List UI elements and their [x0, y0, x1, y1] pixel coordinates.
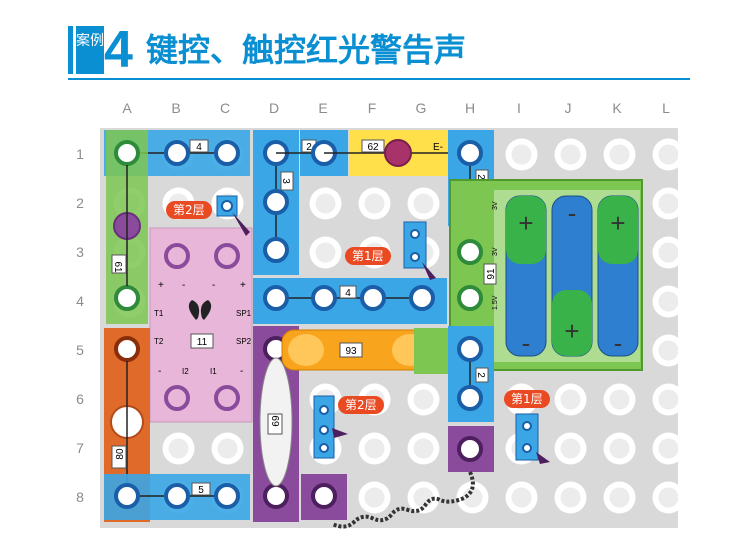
chip-label: 11	[197, 337, 208, 348]
chip-pin: SP2	[236, 337, 252, 346]
col-label: K	[612, 100, 622, 116]
header: 案例 4 键控、触控红光警告声	[0, 0, 750, 92]
led-polarity: E-	[433, 142, 443, 153]
coiled-cable	[331, 471, 475, 529]
layer-tag: 第1层	[504, 390, 550, 408]
switch-label: 61	[112, 261, 123, 273]
row-label: 1	[76, 146, 84, 162]
col-label: G	[415, 100, 427, 116]
wire-label: 2	[306, 142, 312, 153]
battery-3v-label: 3V	[492, 201, 499, 210]
battery-minus: -	[614, 328, 623, 358]
row-label: 2	[76, 195, 84, 211]
row-label: 3	[76, 244, 84, 260]
battery-plus: +	[564, 316, 579, 346]
chip-pin: +	[240, 280, 246, 291]
layer-tag: 第1层	[345, 247, 391, 265]
chip-pin: I1	[210, 367, 217, 376]
wire-label: 2	[475, 372, 486, 378]
col-label: H	[464, 100, 476, 116]
case-label: 案例	[76, 26, 104, 74]
accent-bar	[68, 26, 73, 74]
touch-sensor-b2	[216, 195, 250, 236]
socket-h7	[448, 426, 494, 472]
wire-93: 93	[281, 329, 433, 371]
green-block-g5	[414, 328, 448, 374]
leaf-icon	[188, 300, 212, 320]
battery-3v-label: 3V	[492, 247, 499, 256]
wire-label: 5	[198, 485, 204, 496]
row-label: 5	[76, 342, 84, 358]
wire-label: 3	[280, 178, 291, 184]
switch-61: 61	[106, 130, 148, 324]
col-label: F	[367, 100, 377, 116]
col-label: B	[171, 100, 181, 116]
col-label: I	[517, 100, 521, 116]
wire-label: 2	[475, 174, 486, 180]
chip-pin: -	[212, 280, 215, 291]
battery-minus: -	[522, 328, 531, 358]
chip-pin: -	[240, 366, 243, 377]
col-label: D	[268, 100, 280, 116]
header-rule	[68, 78, 690, 80]
layer-tag: 第2层	[166, 201, 212, 219]
chip-pin: I2	[182, 367, 189, 376]
col-label: A	[122, 100, 132, 116]
wire-label: 4	[345, 288, 351, 299]
touch-sensor-i7	[515, 413, 550, 464]
chip-pin: -	[158, 366, 161, 377]
col-label: J	[564, 100, 572, 116]
battery-label: 91	[486, 268, 497, 280]
chip-pin: SP1	[236, 309, 252, 318]
col-label: C	[219, 100, 231, 116]
row-label: 7	[76, 440, 84, 456]
row-label: 4	[76, 293, 84, 309]
led-62: 62 E-	[324, 130, 470, 176]
touch-sensor-g3	[403, 221, 436, 280]
row-label: 6	[76, 391, 84, 407]
wire-2-right-mid: 2	[448, 326, 494, 422]
layer-tag: 第2层	[338, 396, 384, 414]
row-label: 8	[76, 489, 84, 505]
wire-5: 5	[104, 474, 250, 520]
wire-label: 93	[345, 346, 357, 357]
wire-4-mid: 4	[253, 278, 447, 324]
wire-3: 3	[253, 130, 299, 275]
page-title: 键控、触控红光警告声	[146, 31, 467, 69]
wire-label: 4	[196, 142, 202, 153]
touch-sensor-e6	[313, 395, 348, 459]
battery-15v-label: 1.5V	[492, 295, 499, 310]
case-number: 4	[104, 21, 133, 79]
led-label: 62	[367, 142, 379, 153]
chip-pin: T2	[154, 337, 164, 346]
chip-11: + - - + T1 SP1 T2 SP2 - I2 I1 - 11	[149, 227, 253, 423]
battery-plus: +	[518, 208, 533, 238]
socket-e8	[301, 474, 347, 520]
chip-pin: +	[158, 280, 164, 291]
resistor-label: 80	[115, 448, 126, 460]
chip-pin: T1	[154, 309, 164, 318]
col-label: L	[662, 100, 670, 116]
battery-minus: -	[568, 198, 577, 228]
speaker-label: 69	[271, 415, 282, 427]
col-label: E	[318, 100, 328, 116]
chip-pin: -	[182, 280, 185, 291]
battery-plus: +	[610, 208, 625, 238]
